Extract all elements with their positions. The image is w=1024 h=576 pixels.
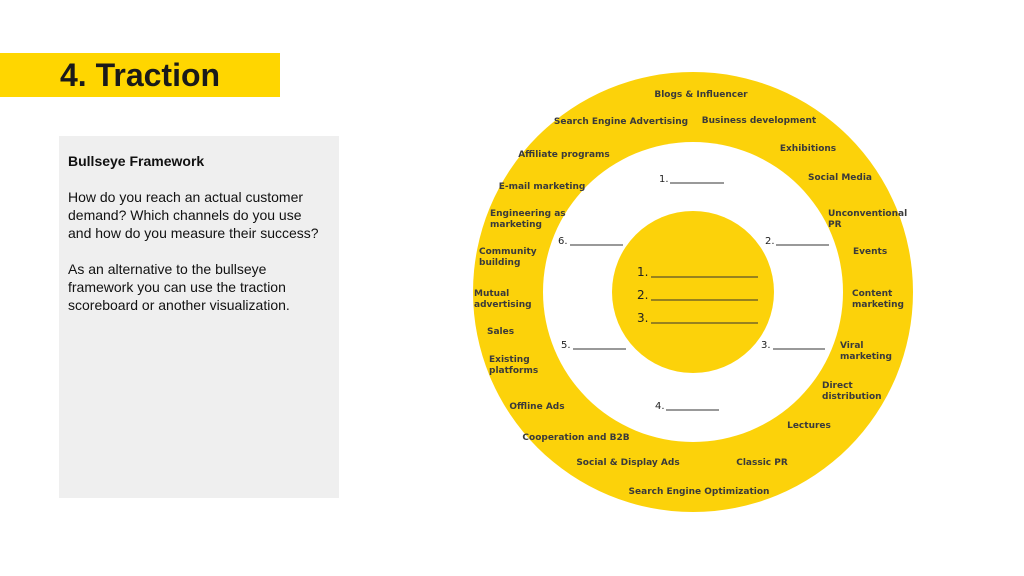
panel-heading: Bullseye Framework (68, 153, 205, 169)
middle-slot-number: 2. (765, 236, 775, 247)
center-slot-number: 2. (637, 288, 648, 302)
channel-label: Business development (702, 116, 817, 126)
title-bar: 4. Traction (0, 53, 280, 97)
channel-label: E-mail marketing (499, 182, 586, 192)
middle-slots: 1. 2. 3. 4. 5. 6. (558, 174, 829, 412)
center-slot-number: 3. (637, 311, 648, 325)
channel-label: Lectures (787, 421, 831, 431)
middle-slot-number: 6. (558, 236, 568, 247)
channel-label: Classic PR (736, 458, 788, 468)
channel-label: Cooperation and B2B (522, 433, 629, 443)
channel-label: Sales (487, 327, 514, 337)
middle-slot-number: 4. (655, 401, 665, 412)
middle-slot-number: 5. (561, 340, 571, 351)
info-panel: Bullseye Framework How do you reach an a… (59, 136, 339, 498)
slide-title: 4. Traction (60, 57, 221, 93)
channel-label: Blogs & Influencer (654, 90, 748, 100)
channel-label: Exhibitions (780, 144, 836, 154)
channel-label: Search Engine Advertising (554, 117, 688, 127)
channel-label: Offline Ads (509, 402, 564, 412)
panel-paragraph-2: As an alternative to the bullseye framew… (68, 261, 290, 313)
channel-label: Social Media (808, 173, 872, 183)
center-slots: 1. 2. 3. (637, 265, 758, 325)
channel-label: Affiliate programs (518, 150, 610, 160)
center-slot-number: 1. (637, 265, 648, 279)
panel-paragraph-1: How do you reach an actual customer dema… (68, 189, 319, 241)
channel-label: Social & Display Ads (576, 458, 679, 468)
middle-slot-number: 1. (659, 174, 669, 185)
middle-slot-number: 3. (761, 340, 771, 351)
channel-label: Events (853, 247, 887, 257)
channel-label: Search Engine Optimization (629, 487, 770, 497)
center-circle (612, 211, 774, 373)
